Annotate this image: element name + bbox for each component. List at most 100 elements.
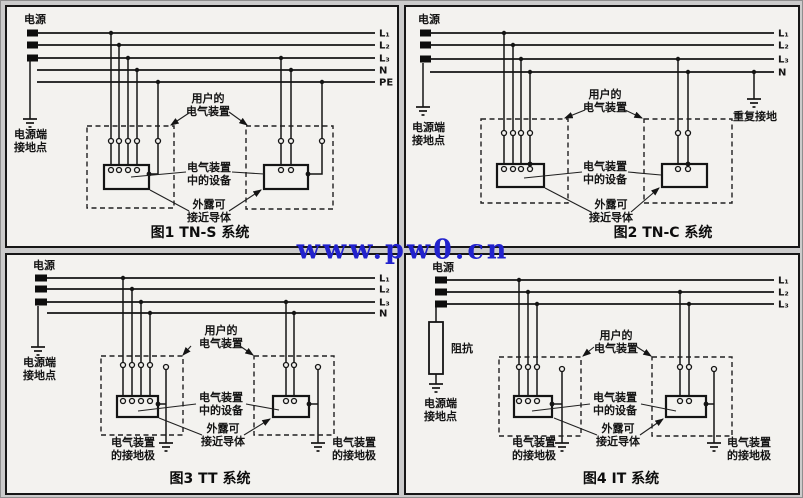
source-earth-icon bbox=[31, 306, 45, 356]
electrode-left-label-2: 的接地极 bbox=[512, 448, 557, 462]
three-phase-source-icon bbox=[27, 29, 38, 62]
pointer-arrow-right bbox=[239, 345, 254, 356]
user-installation-label-1: 用户的 bbox=[600, 328, 633, 342]
user-installation-label-1: 用户的 bbox=[589, 87, 622, 101]
source-earth-icon bbox=[416, 63, 430, 116]
source-label: 电源 bbox=[432, 260, 454, 274]
source-ground-label-1: 电源端 bbox=[23, 355, 56, 369]
line-label-n: N bbox=[379, 309, 387, 320]
installation-boundary-2 bbox=[253, 355, 335, 436]
earth-conductor-2 bbox=[306, 363, 325, 452]
caption: 图1 TN-S 系统 bbox=[151, 224, 250, 241]
impedance-box bbox=[428, 307, 444, 384]
line-label-l3: L₃ bbox=[778, 300, 789, 311]
installation-boundary-1 bbox=[86, 125, 175, 209]
equipment-label-1: 电气装置 bbox=[593, 390, 637, 404]
installation-2-conductors bbox=[676, 289, 693, 405]
bus-lines bbox=[447, 279, 774, 305]
device-box-1 bbox=[512, 394, 554, 419]
line-label-l2: L₂ bbox=[379, 41, 390, 52]
equipment-pointer-right bbox=[627, 171, 662, 176]
exposed-label-2: 接近导体 bbox=[589, 210, 634, 224]
panel-tt: 电源 L₁ L₂ L₃ N 电源端 接地点 bbox=[5, 253, 399, 495]
electrode-right-label-2: 的接地极 bbox=[332, 448, 377, 462]
line-label-n: N bbox=[379, 66, 387, 77]
equipment-label-2: 中的设备 bbox=[187, 173, 232, 187]
source-earth-icon bbox=[429, 383, 443, 393]
exposed-pointer-right bbox=[630, 187, 660, 213]
exposed-pointer-right bbox=[228, 189, 262, 212]
tn-s-diagram: 电源 L₁ L₂ L₃ N PE bbox=[14, 12, 393, 241]
three-phase-source-icon bbox=[420, 29, 431, 63]
line-label-l2: L₂ bbox=[778, 41, 789, 52]
panel-tn-s: 电源 L₁ L₂ L₃ N PE bbox=[5, 5, 399, 248]
pointer-arrow-left bbox=[582, 346, 595, 357]
source-ground-label-1: 电源端 bbox=[14, 127, 47, 141]
installation-2-conductors bbox=[282, 299, 298, 405]
source-label: 电源 bbox=[33, 258, 55, 272]
user-installation-label-1: 用户的 bbox=[192, 91, 225, 105]
bus-lines bbox=[37, 32, 375, 83]
exposed-pointer-left bbox=[149, 189, 190, 212]
line-label-l3: L₃ bbox=[379, 298, 390, 309]
source-label: 电源 bbox=[418, 12, 440, 26]
line-label-l3: L₃ bbox=[379, 54, 390, 65]
equipment-pointer-left bbox=[137, 403, 197, 412]
impedance-label: 阻抗 bbox=[451, 341, 473, 355]
pointer-arrow-right bbox=[624, 109, 643, 119]
it-diagram: 电源 L₁ L₂ L₃ 阻抗 bbox=[424, 260, 789, 487]
three-phase-source-icon bbox=[35, 274, 47, 306]
equipment-label-1: 电气装置 bbox=[187, 160, 231, 174]
earth-conductor-1 bbox=[155, 363, 173, 452]
source-ground-label-2: 接地点 bbox=[14, 140, 47, 154]
installation-boundary-2 bbox=[643, 118, 733, 204]
device-box-1 bbox=[115, 394, 160, 419]
equipment-pointer-left bbox=[523, 171, 583, 179]
installation-1-conductors bbox=[119, 275, 154, 405]
bus-lines bbox=[430, 32, 774, 73]
installation-boundary-1 bbox=[100, 355, 184, 436]
user-installation-label-1: 用户的 bbox=[205, 323, 238, 337]
equipment-label-2: 中的设备 bbox=[593, 403, 638, 417]
installation-1-conductors bbox=[500, 30, 534, 173]
device-box-2 bbox=[271, 394, 311, 419]
installation-1-conductors bbox=[107, 30, 162, 177]
exposed-label-1: 外露可 bbox=[601, 421, 635, 435]
line-label-l3: L₃ bbox=[778, 55, 789, 66]
exposed-pointer-left bbox=[158, 417, 203, 436]
exposed-pointer-left bbox=[544, 187, 592, 213]
equipment-pointer-left bbox=[531, 403, 591, 412]
electrode-left-label-1: 电气装置 bbox=[111, 435, 155, 449]
source-label: 电源 bbox=[24, 12, 46, 26]
equipment-label-2: 中的设备 bbox=[583, 172, 628, 186]
electrode-right-label-2: 的接地极 bbox=[727, 448, 772, 462]
installation-boundary-1 bbox=[480, 118, 569, 204]
equipment-pointer-left bbox=[130, 171, 187, 178]
line-label-l2: L₂ bbox=[778, 288, 789, 299]
user-installation-label-2: 电气装置 bbox=[583, 100, 627, 114]
equipment-pointer-right bbox=[231, 171, 265, 175]
line-label-n: N bbox=[778, 68, 786, 79]
user-installation-label-2: 电气装置 bbox=[186, 104, 230, 118]
pointer-arrow-left bbox=[563, 109, 586, 119]
exposed-pointer-right bbox=[639, 418, 664, 436]
electrode-right-label-1: 电气装置 bbox=[332, 435, 376, 449]
caption: 图2 TN-C 系统 bbox=[614, 224, 713, 241]
electrode-left-label-2: 的接地极 bbox=[111, 448, 156, 462]
installation-2-conductors bbox=[277, 55, 326, 177]
source-ground-label-1: 电源端 bbox=[424, 396, 457, 410]
pointer-arrow-right bbox=[228, 111, 248, 126]
electrode-left-label-1: 电气装置 bbox=[512, 435, 556, 449]
pointer-arrow-left bbox=[182, 345, 192, 356]
line-label-l1: L₁ bbox=[778, 276, 789, 287]
exposed-label-2: 接近导体 bbox=[201, 434, 246, 448]
source-ground-label-1: 电源端 bbox=[412, 120, 445, 134]
three-phase-source-icon bbox=[435, 276, 447, 308]
equipment-label-2: 中的设备 bbox=[199, 403, 244, 417]
user-installation-label-2: 电气装置 bbox=[594, 341, 638, 355]
exposed-label-1: 外露可 bbox=[206, 421, 240, 435]
source-ground-label-2: 接地点 bbox=[412, 133, 445, 147]
line-label-l1: L₁ bbox=[379, 274, 390, 285]
source-ground-label-2: 接地点 bbox=[424, 409, 457, 423]
